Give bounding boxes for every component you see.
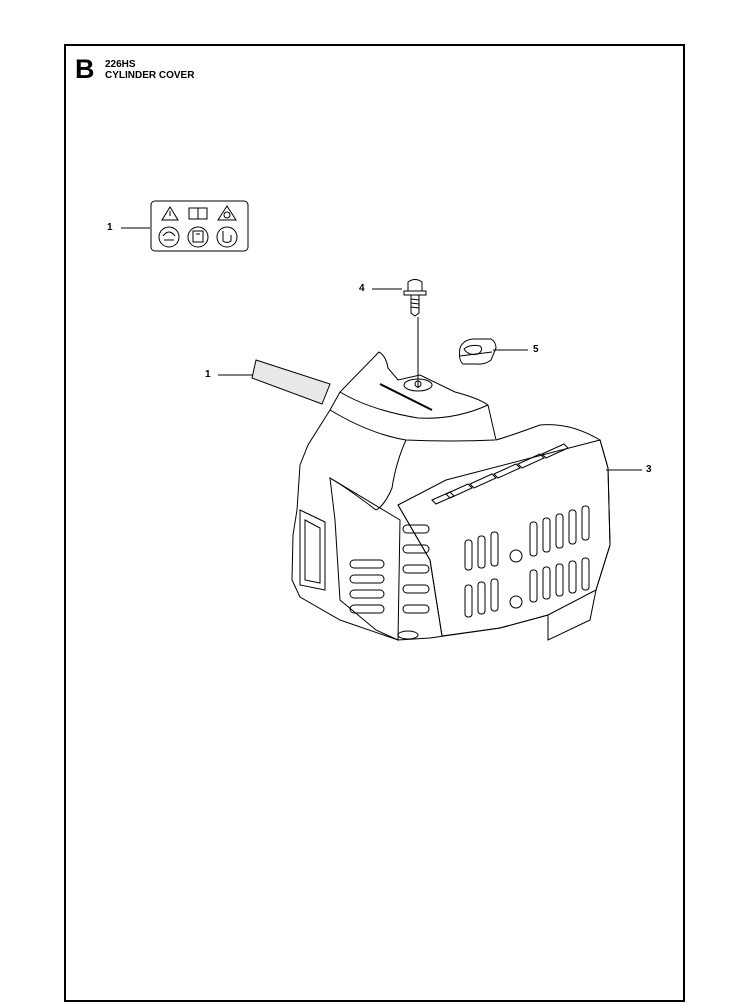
model-number: 226HS [105, 59, 136, 70]
diagram-title: CYLINDER COVER [105, 70, 195, 81]
rubber-grommet-icon [458, 338, 497, 365]
diagram-frame [64, 44, 685, 1002]
callout-label-3-cover: 3 [646, 464, 652, 475]
callout-label-1-decal: 1 [205, 369, 211, 380]
section-letter: B [75, 54, 95, 84]
callout-label-5-grommet: 5 [533, 344, 539, 355]
decal-icon [251, 359, 331, 405]
warning-decal-sheet-icon [150, 200, 249, 252]
screw-icon [403, 279, 427, 317]
cylinder-cover-icon [291, 351, 611, 641]
callout-label-1-decal-sheet: 1 [107, 222, 113, 233]
callout-label-4-screw: 4 [359, 283, 365, 294]
